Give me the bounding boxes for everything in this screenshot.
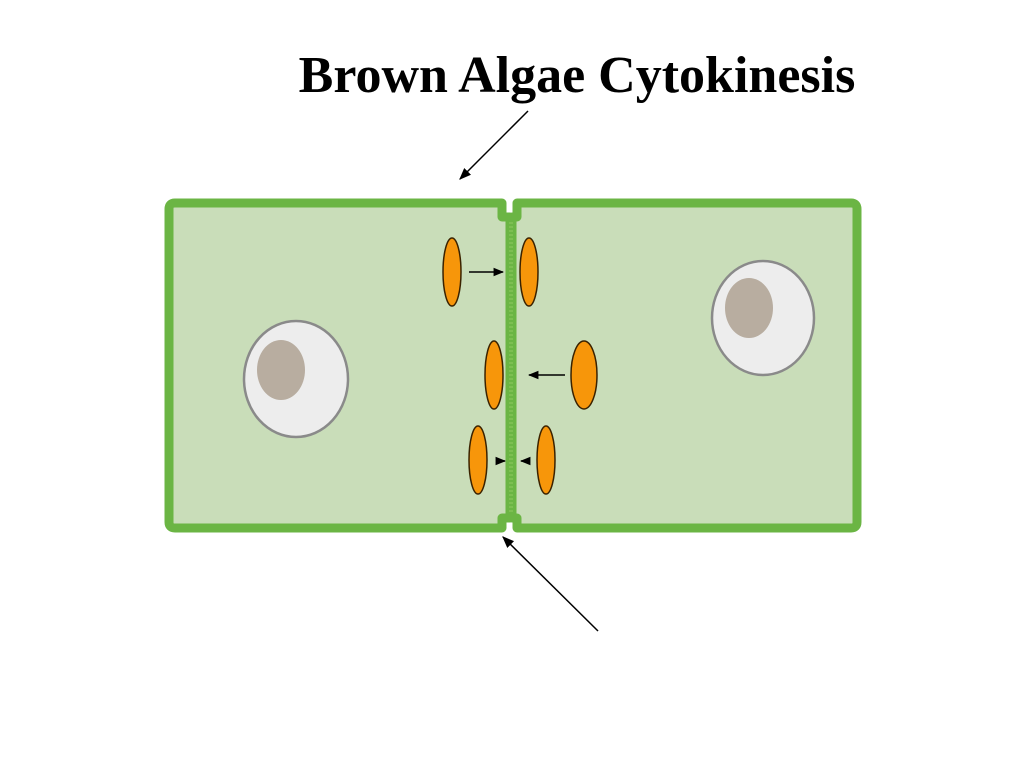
left-nucleus	[242, 319, 350, 439]
right-cell-wall	[507, 198, 862, 533]
right-cell	[507, 198, 862, 533]
vesicle	[570, 340, 598, 410]
vesicle	[519, 237, 539, 307]
movement-arrows	[469, 267, 565, 466]
vesicle	[536, 425, 556, 495]
pointer-arrow-bottom	[502, 536, 599, 632]
slide-title: Brown Algae Cytokinesis	[298, 47, 856, 104]
vesicles	[442, 237, 598, 495]
pointer-arrow-top	[459, 110, 529, 180]
vesicle	[484, 340, 504, 410]
left-nucleolus	[257, 340, 305, 400]
right-nucleolus	[725, 278, 773, 338]
vesicle	[442, 237, 462, 307]
vesicle	[468, 425, 488, 495]
right-nucleus	[710, 259, 816, 377]
